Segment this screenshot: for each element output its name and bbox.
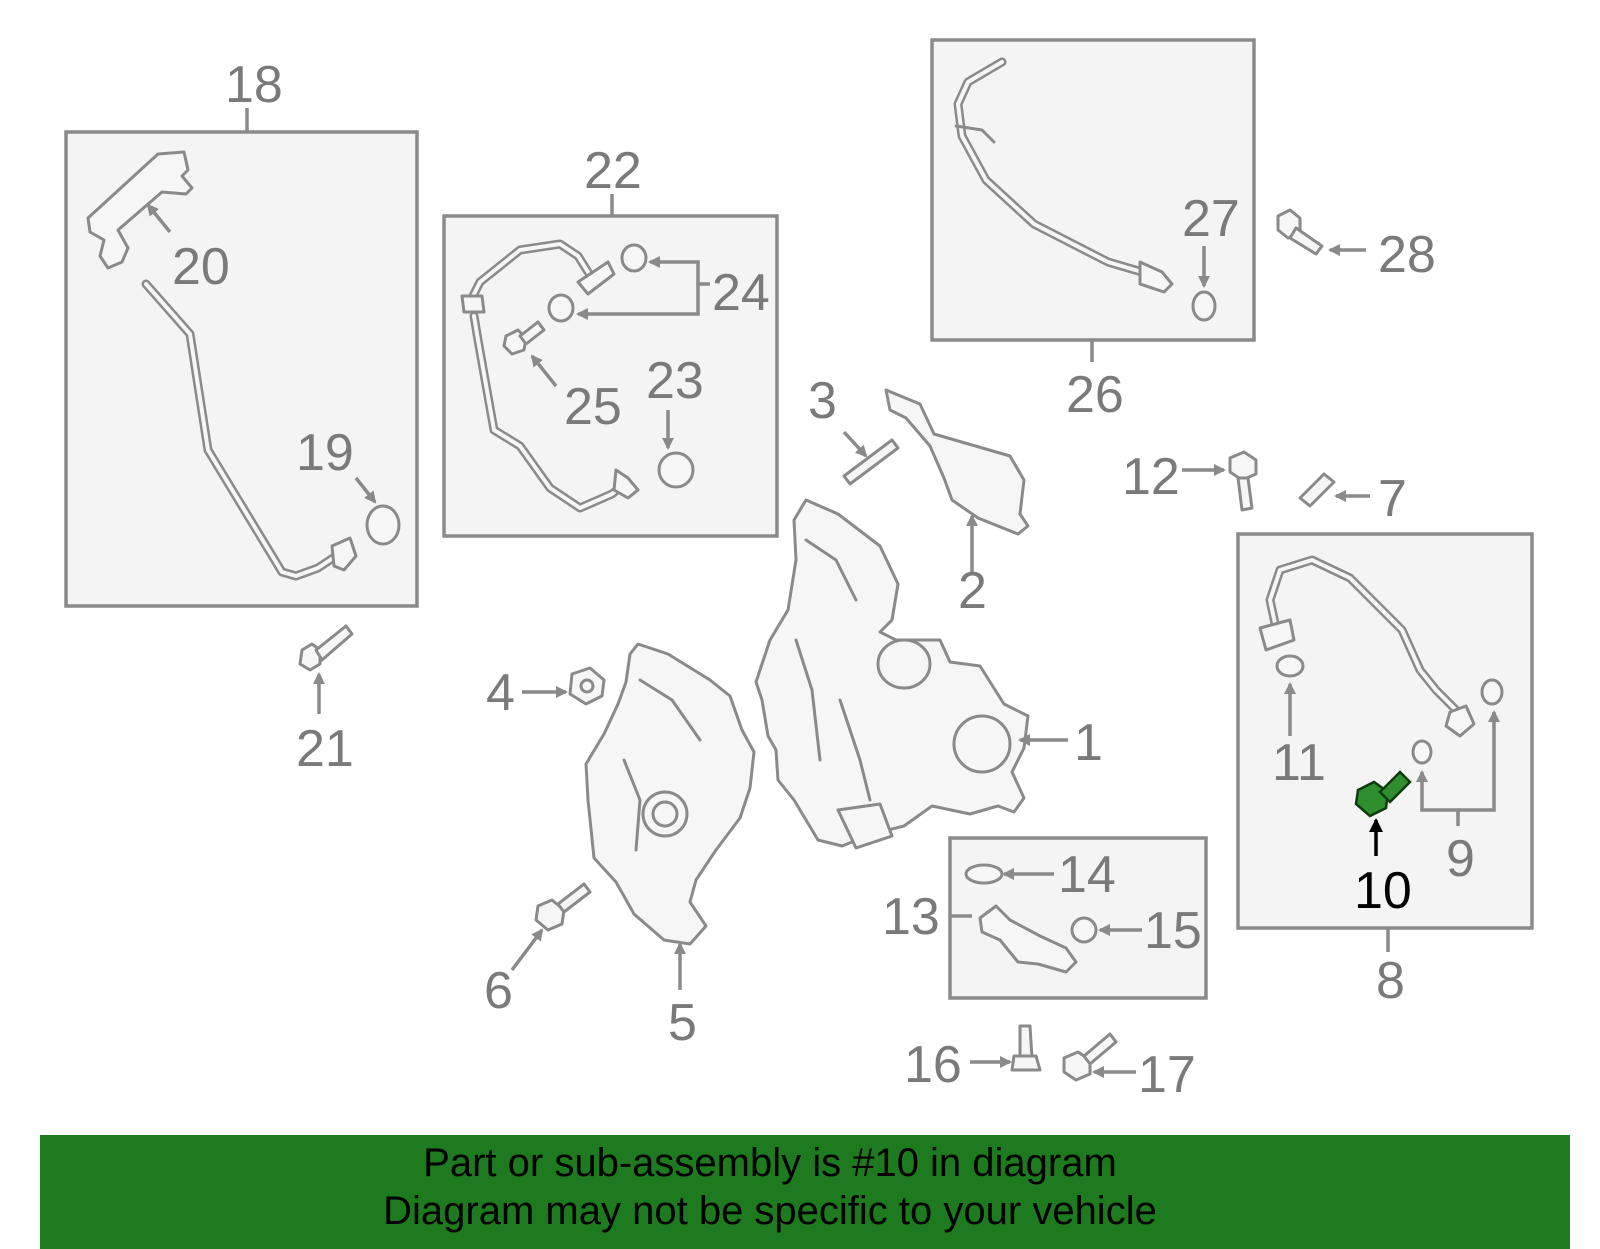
callout-10[interactable]: 10 (1354, 862, 1412, 920)
bracket-20[interactable] (86, 150, 194, 270)
bolt-12[interactable] (1182, 450, 1258, 512)
washer-9a[interactable] (1480, 678, 1504, 706)
callout-28[interactable]: 28 (1378, 226, 1436, 284)
heat-shield-2[interactable] (884, 388, 1030, 574)
sensor-13[interactable] (978, 904, 1078, 974)
callout-15[interactable]: 15 (1144, 902, 1202, 960)
seal-15[interactable] (1070, 916, 1098, 944)
callout-19[interactable]: 19 (296, 424, 354, 482)
assembly-box-8 (1236, 532, 1534, 930)
oil-feed-line-assembly-group[interactable] (64, 108, 419, 608)
info-banner: Part or sub-assembly is #10 in diagram D… (40, 1135, 1570, 1249)
callout-13[interactable]: 13 (882, 888, 940, 946)
callout-26[interactable]: 26 (1066, 366, 1124, 424)
callout-11[interactable]: 11 (1272, 734, 1326, 792)
callout-1[interactable]: 1 (1074, 714, 1103, 772)
gasket-23[interactable] (657, 451, 695, 489)
callout-8[interactable]: 8 (1376, 952, 1405, 1010)
bolt-28[interactable] (1276, 208, 1366, 256)
callout-5[interactable]: 5 (668, 994, 697, 1052)
callout-22[interactable]: 22 (584, 142, 642, 200)
turbine-housing-5[interactable] (584, 642, 756, 990)
callout-6[interactable]: 6 (484, 962, 513, 1020)
coolant-line-assembly-group[interactable] (442, 194, 779, 538)
callout-7[interactable]: 7 (1378, 470, 1407, 528)
callout-24[interactable]: 24 (712, 264, 770, 322)
seal-14[interactable] (964, 863, 1004, 885)
bolt-17[interactable] (1062, 1032, 1136, 1082)
callout-17[interactable]: 17 (1138, 1046, 1196, 1104)
callout-9[interactable]: 9 (1446, 830, 1475, 888)
bolt-10-highlighted[interactable] (1354, 770, 1412, 856)
callout-27[interactable]: 27 (1182, 190, 1240, 248)
bolt-6[interactable] (510, 882, 592, 972)
callout-16[interactable]: 16 (904, 1036, 962, 1094)
banner-line-2: Diagram may not be specific to your vehi… (383, 1189, 1157, 1233)
washer-11[interactable] (1275, 654, 1305, 678)
bolt-16[interactable] (970, 1024, 1042, 1072)
callout-2[interactable]: 2 (958, 562, 987, 620)
banner-line-1: Part or sub-assembly is #10 in diagram (423, 1141, 1117, 1185)
callout-12[interactable]: 12 (1122, 448, 1180, 506)
sensor-assembly-13-group[interactable] (948, 836, 1208, 1000)
gasket-27[interactable] (1191, 290, 1217, 322)
callout-3[interactable]: 3 (808, 372, 837, 430)
callout-25[interactable]: 25 (564, 378, 622, 436)
bolt-21[interactable] (298, 624, 354, 714)
callout-21[interactable]: 21 (296, 720, 354, 778)
callout-4[interactable]: 4 (486, 664, 515, 722)
oil-return-line-assembly-group[interactable] (930, 38, 1256, 362)
oil-line-assembly-8-group[interactable] (1236, 532, 1534, 952)
gasket-19[interactable] (365, 504, 401, 546)
washer-24a[interactable] (620, 243, 648, 273)
washer-24b[interactable] (547, 293, 575, 323)
turbocharger-1[interactable] (754, 498, 1068, 850)
callout-14[interactable]: 14 (1058, 846, 1116, 904)
callout-23[interactable]: 23 (646, 352, 704, 410)
pin-7[interactable] (1298, 472, 1370, 508)
pin-3[interactable] (842, 430, 900, 486)
callout-20[interactable]: 20 (172, 238, 230, 296)
callout-18[interactable]: 18 (225, 56, 283, 114)
nut-4[interactable] (522, 666, 606, 706)
washer-9b[interactable] (1411, 739, 1433, 765)
